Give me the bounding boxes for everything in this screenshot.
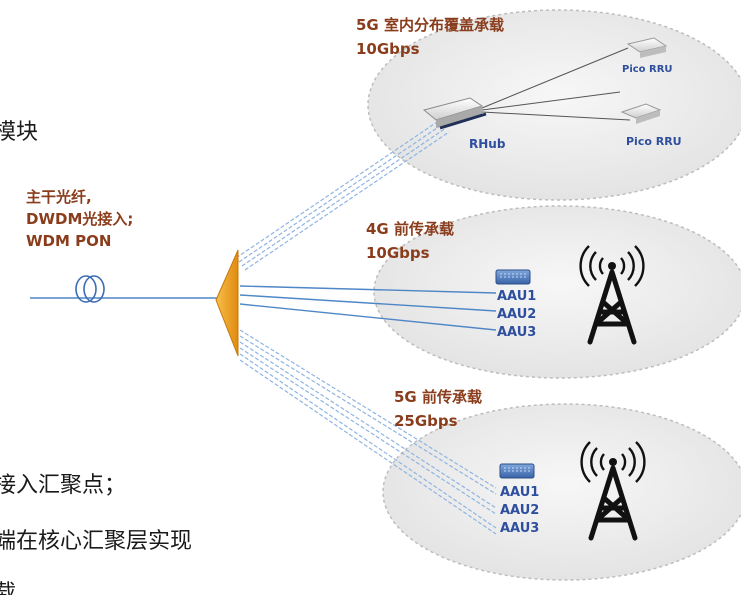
aau-label: AAU2 [500,503,539,518]
indoor-zone-rate: 10Gbps [356,40,420,58]
rhub-device-icon [422,97,487,130]
fiber-links-4g [239,285,497,331]
aau-panel-icon [495,269,531,285]
rhub-label: RHub [469,137,506,151]
zone-4g-title: 4G 前传承载 [366,220,454,238]
trunk-label-line2: DWDM光接入; [26,210,133,228]
aau-label: AAU1 [500,485,539,500]
fiber-bundle-5g [239,329,497,535]
aau-label: AAU2 [497,307,536,322]
indoor-zone-title: 5G 室内分布覆盖承载 [356,16,504,34]
fiber-bundle-indoor [235,119,450,271]
body-text-line1: 模块 [0,120,38,145]
zone-5g-rate: 25Gbps [394,412,458,430]
zone-indoor-ellipse [367,9,741,201]
rhub-rru-links [481,47,631,121]
zone-5g-title: 5G 前传承载 [394,388,482,406]
pico-rru-label-1: Pico RRU [622,64,673,75]
pico-rru-icon [626,37,668,58]
aau-label: AAU3 [497,325,536,340]
body-text-line2: 接入汇聚点； [0,473,126,498]
aau-label: AAU1 [497,289,536,304]
zone-4g-rate: 10Gbps [366,244,430,262]
optical-splitter-icon [215,249,239,357]
trunk-label-line1: 主干光纤, [26,188,92,206]
pico-rru-label-2: Pico RRU [626,135,682,148]
aau-label: AAU3 [500,521,539,536]
body-text-line3: 端在核心汇聚层实现 [0,529,192,554]
fiber-coil-icon [75,275,105,303]
zone-5g-ellipse [382,403,741,581]
trunk-label-line3: WDM PON [26,232,111,250]
zone-4g-ellipse [373,205,741,379]
pico-rru-icon [620,103,662,124]
body-text-line4: 载 [0,581,16,595]
aau-panel-icon [499,463,535,479]
